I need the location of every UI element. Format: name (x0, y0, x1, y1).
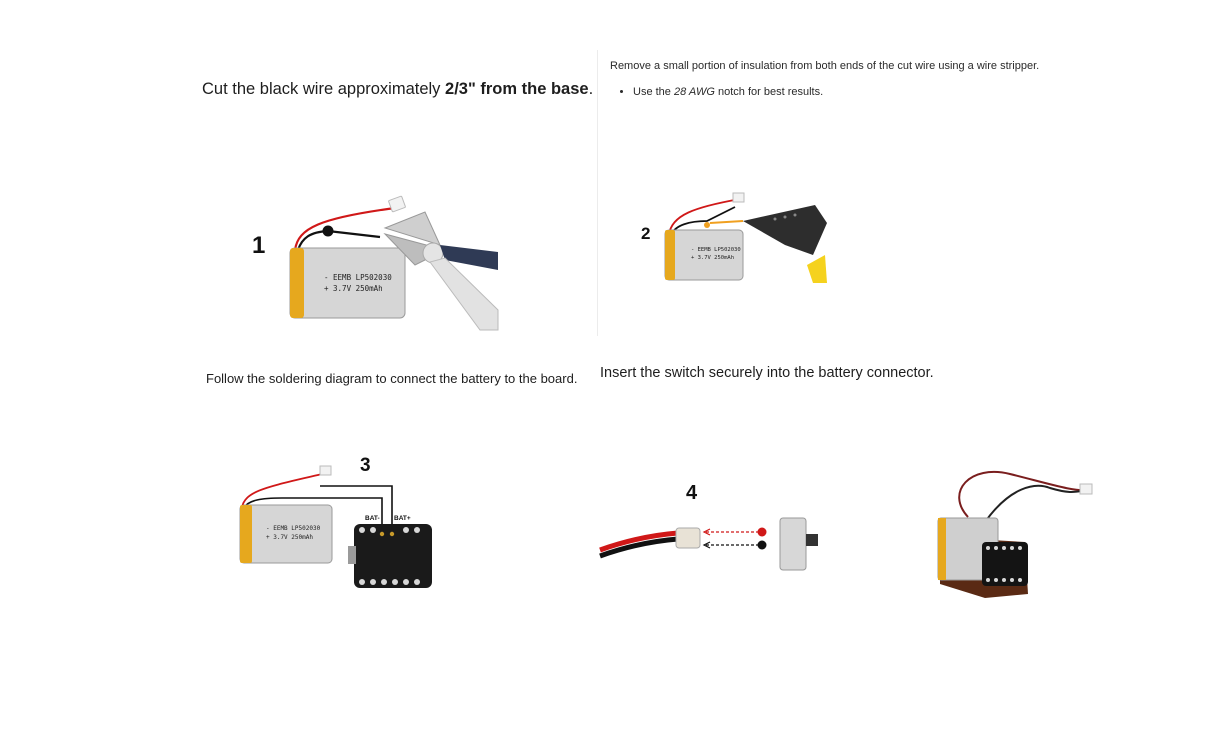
red-wire (293, 206, 396, 251)
jst-connector (388, 195, 406, 213)
battery-tape (240, 505, 252, 563)
stripper-notch (783, 215, 787, 219)
step2-tip-pre: Use the (633, 86, 674, 98)
slide-switch (779, 517, 807, 571)
step2-figure: 2 - EEMB LP502030 + 3.7V 250mAh (641, 192, 827, 283)
pad-bat-plus: BAT+ (394, 515, 411, 522)
stripper-notch (773, 217, 777, 221)
step4-caption: Insert the switch securely into the batt… (600, 365, 934, 381)
battery-label-line1: - EEMB LP502030 (266, 525, 321, 532)
battery-label-line1: - EEMB LP502030 (324, 273, 392, 282)
step1-caption-text: Cut the black wire approximately (202, 80, 446, 98)
battery-label-line1: - EEMB LP502030 (691, 247, 741, 253)
jst-connector (732, 192, 745, 203)
board-pins (986, 546, 1022, 582)
cutter-handle-silver (429, 257, 499, 331)
black-wire (296, 229, 381, 251)
step2-number: 2 (641, 224, 650, 243)
step1-caption-bold: 2/3" from the base (445, 80, 589, 98)
battery-label-line2: + 3.7V 250mAh (266, 534, 313, 541)
finished-assembly (937, 471, 1093, 598)
stripper-handle (807, 255, 827, 283)
battery-body (289, 247, 406, 319)
strip-marker (704, 222, 710, 228)
wire-stripper (743, 205, 827, 255)
step3-number: 3 (360, 455, 371, 476)
black-arrow (702, 541, 711, 549)
step1-caption-end: . (588, 80, 594, 98)
battery-tape (665, 230, 675, 280)
red-wire (668, 198, 741, 236)
step1-caption: Cut the black wire approximately 2/3" fr… (202, 80, 593, 99)
board-pins (359, 527, 420, 585)
column-divider (597, 50, 598, 336)
connector-wire (320, 485, 393, 530)
step2-tip-em: 28 AWG (673, 86, 715, 98)
step2-caption: Remove a small portion of insulation fro… (610, 57, 1040, 101)
battery-label-line2: + 3.7V 250mAh (691, 255, 734, 261)
red-wire (241, 473, 323, 509)
step3-caption: Follow the soldering diagram to connect … (206, 371, 578, 386)
red-wire (958, 471, 1089, 518)
cutter-jaw-top (383, 211, 441, 246)
step2-tip: Use the 28 AWG notch for best results. (633, 83, 1040, 101)
switch-actuator (806, 534, 818, 546)
step4-number: 4 (686, 482, 698, 504)
xiao-board (982, 542, 1028, 586)
black-lead (599, 536, 679, 559)
step4-figure: 4 (599, 482, 818, 571)
step3-figure: 3 - EEMB LP502030 + 3.7V 250mAh BAT- BAT… (239, 455, 432, 588)
step1-figure: 1 - EEMB LP502030 + 3.7V 250mAh (252, 195, 499, 331)
step1-number: 1 (252, 232, 265, 259)
black-pin-dot (757, 540, 767, 550)
red-pin-dot (757, 527, 767, 537)
black-wire (984, 484, 1089, 523)
cutter-handle-blue (440, 245, 498, 270)
xiao-board (354, 524, 432, 588)
pad-bat-minus: BAT- (365, 515, 380, 522)
jst-connector (319, 465, 332, 476)
step2-caption-text: Remove a small portion of insulation fro… (610, 60, 1040, 72)
stripper-notch (793, 213, 797, 217)
battery-tape (290, 248, 304, 318)
battery-tape (938, 518, 946, 580)
orange-highlight (709, 220, 744, 224)
usb-port (348, 546, 356, 564)
red-lead (599, 530, 679, 553)
battery-connector (675, 527, 701, 549)
bat-pad (379, 531, 385, 537)
step2-tip-list: Use the 28 AWG notch for best results. (610, 83, 1040, 101)
red-arrow (702, 528, 711, 536)
jst-connector (1079, 483, 1093, 495)
battery-label-line2: + 3.7V 250mAh (324, 284, 383, 293)
bat-pad (389, 531, 395, 537)
step2-tip-post: notch for best results. (714, 86, 824, 98)
cut-marker (322, 225, 334, 237)
